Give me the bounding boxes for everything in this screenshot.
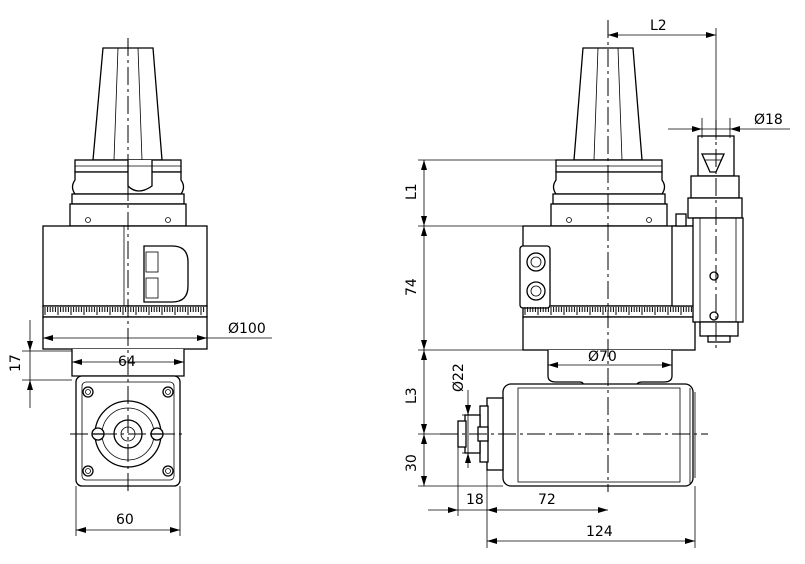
dim-64: 64 bbox=[72, 354, 184, 370]
label-74: 74 bbox=[404, 278, 420, 296]
dim-dia22: Ø22 bbox=[451, 363, 478, 468]
front-scale-ring bbox=[44, 307, 205, 315]
dim-L2: L2 bbox=[608, 18, 717, 140]
label-17: 17 bbox=[8, 354, 24, 372]
label-30: 30 bbox=[404, 454, 420, 472]
side-housing bbox=[519, 213, 699, 351]
label-dia22: Ø22 bbox=[451, 363, 467, 392]
dim-17: 17 bbox=[8, 320, 72, 408]
front-housing bbox=[42, 225, 208, 350]
dim-vertical-chain: L1 74 L3 30 bbox=[404, 159, 574, 487]
label-dia18: Ø18 bbox=[754, 112, 783, 128]
label-dia100: Ø100 bbox=[228, 321, 266, 337]
front-flange bbox=[69, 159, 187, 227]
label-60: 60 bbox=[116, 512, 134, 528]
side-lower-spindle bbox=[457, 383, 696, 487]
logo-plate bbox=[143, 245, 189, 303]
label-dia70: Ø70 bbox=[588, 349, 617, 365]
side-view: L2 Ø18 L1 74 bbox=[404, 18, 790, 548]
label-L1: L1 bbox=[404, 183, 420, 200]
label-L2: L2 bbox=[650, 18, 667, 34]
label-124: 124 bbox=[586, 524, 613, 540]
label-72: 72 bbox=[538, 492, 556, 508]
dim-dia100: Ø100 bbox=[43, 321, 272, 341]
dim-dia18: Ø18 bbox=[668, 112, 790, 138]
dim-dia70: Ø70 bbox=[548, 349, 672, 368]
label-18: 18 bbox=[466, 492, 484, 508]
dim-60: 60 bbox=[75, 486, 181, 536]
label-L3: L3 bbox=[404, 387, 420, 404]
front-view: Ø100 64 17 60 bbox=[8, 38, 272, 536]
label-64: 64 bbox=[118, 354, 136, 370]
side-flange bbox=[550, 159, 668, 227]
side-scale-ring bbox=[524, 307, 692, 315]
dim-horizontal-chain: 18 72 124 bbox=[428, 447, 696, 548]
